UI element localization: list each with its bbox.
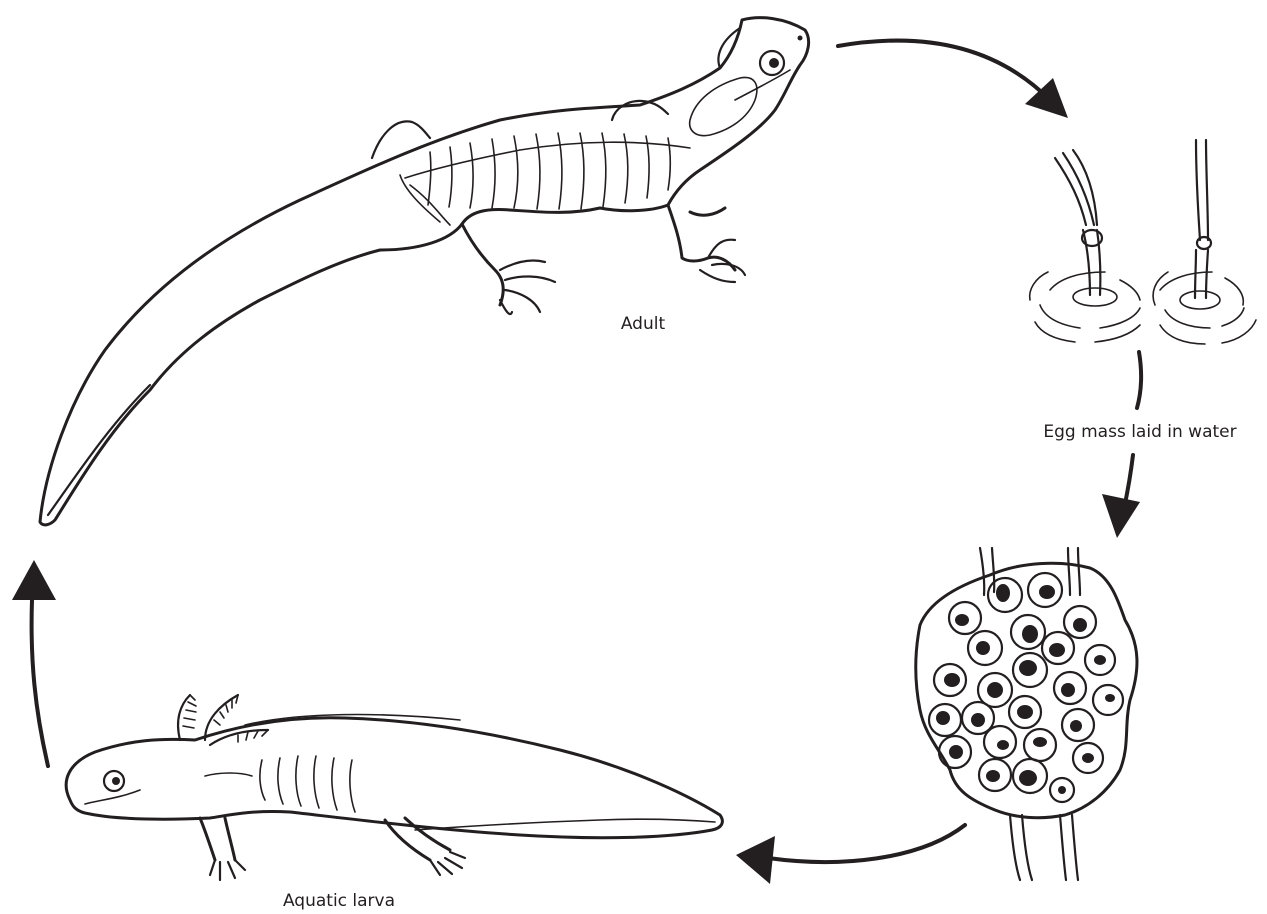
label-adult: Adult (621, 314, 666, 334)
larva-costal-grooves (260, 756, 355, 812)
arrow-adult-to-eggs (838, 41, 1050, 100)
label-aquatic-larva: Aquatic larva (283, 891, 395, 911)
arrow-head-eggs-to-larva (736, 836, 775, 884)
arrow-stems-to-cluster-top (1137, 352, 1141, 408)
egg-cluster-illustration (916, 548, 1137, 880)
arrow-larva-to-adult (32, 600, 48, 766)
adult-salamander-illustration (40, 18, 809, 525)
egg-cells (929, 573, 1123, 802)
cycle-arrows (12, 41, 1141, 884)
egg-stems-illustration (1030, 140, 1256, 344)
label-egg-mass: Egg mass laid in water (1043, 422, 1236, 442)
arrow-head-larva-to-adult (12, 560, 56, 600)
arrow-head-stems-to-cluster (1102, 494, 1140, 538)
aquatic-larva-illustration (66, 695, 722, 880)
arrow-eggs-to-larva (768, 825, 965, 862)
adult-costal-grooves (428, 133, 670, 209)
